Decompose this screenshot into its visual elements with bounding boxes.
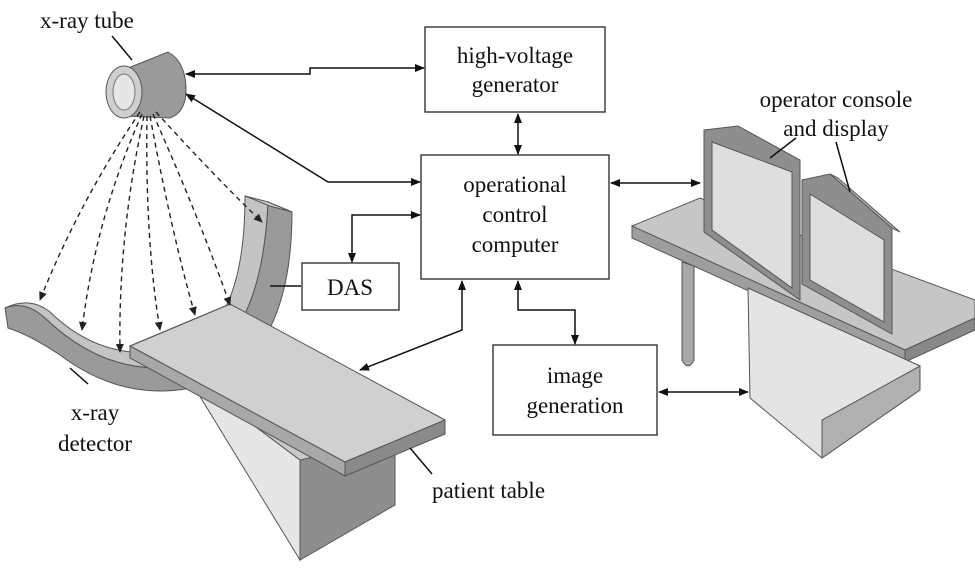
control-computer-label-line2: control — [482, 202, 547, 227]
operator-console-label-line2: and display — [783, 116, 889, 141]
operational-control-computer-box — [420, 154, 610, 280]
operator-console-label-line1: operator console — [760, 87, 913, 112]
high-voltage-generator-box — [424, 26, 606, 113]
xray-tube-label: x-ray tube — [40, 8, 134, 33]
xray-detector — [4, 195, 293, 392]
patient-table — [128, 303, 447, 562]
computer-image-connector — [514, 280, 579, 345]
operator-console — [630, 125, 975, 459]
connectors — [185, 64, 749, 396]
image-generation-label-line2: generation — [526, 393, 624, 418]
xray-tube — [105, 51, 187, 119]
leader-lines — [69, 35, 851, 475]
hv-generator-label-line1: high-voltage — [457, 43, 573, 68]
image-generation-box — [492, 344, 658, 436]
das-computer-connector — [348, 211, 421, 263]
control-computer-label-line1: operational — [463, 172, 566, 197]
tube-hv-connector — [185, 64, 425, 78]
xray-detector-label-line1: x-ray — [71, 400, 120, 425]
patient-table-label: patient table — [432, 478, 545, 503]
tube-computer-connector — [185, 93, 421, 186]
image-generation-label-line1: image — [547, 363, 603, 388]
computer-table-connector — [359, 280, 466, 371]
das-label: DAS — [327, 275, 373, 300]
hv-generator-label-line2: generator — [472, 72, 559, 97]
control-computer-label-line3: computer — [472, 232, 559, 257]
xray-detector-label-line2: detector — [58, 431, 132, 456]
